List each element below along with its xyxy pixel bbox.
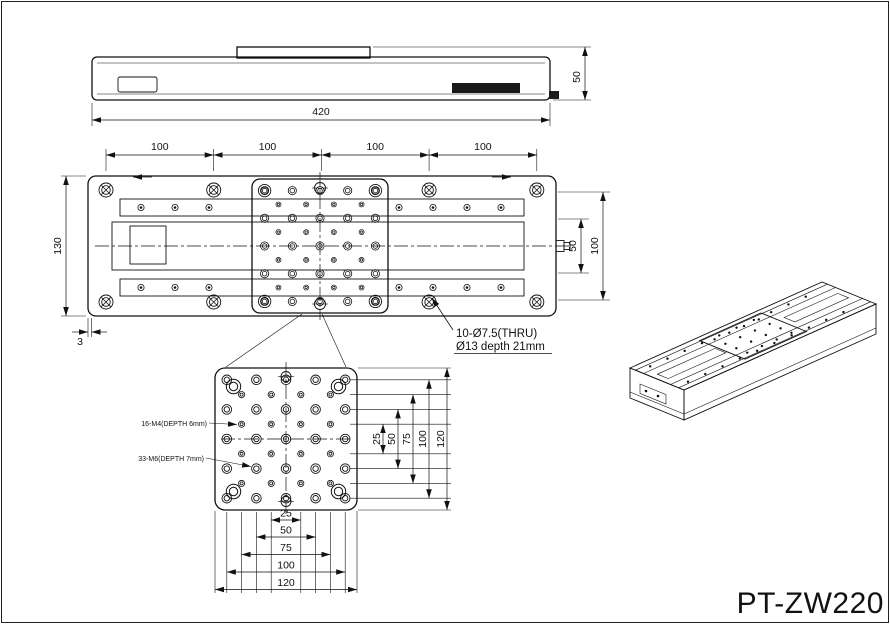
dim-100-3: 100 — [366, 141, 384, 153]
detail-dim-v-75: 75 — [401, 433, 413, 445]
dim-100-right: 100 — [589, 237, 601, 255]
side-view — [91, 46, 559, 101]
plan-corner-screws — [98, 182, 545, 310]
detail-projection-right — [321, 313, 347, 368]
detail-crosshair-bottom — [278, 496, 294, 507]
label-m4: 16-M4(DEPTH 6mm) — [141, 421, 207, 428]
part-number-title: PT-ZW220 — [737, 587, 884, 620]
detail-projection-left — [225, 313, 303, 368]
dim-50-slot: 50 — [567, 240, 579, 252]
iso-plate-hole-pattern — [713, 318, 793, 354]
detail-dim-h-50: 50 — [280, 525, 292, 537]
label-m6: 33-M6(DEPTH 7mm) — [138, 456, 204, 463]
dim-50-height: 50 — [571, 71, 583, 83]
dim-420: 420 — [312, 106, 330, 118]
plan-crosshair-bottom — [312, 298, 328, 310]
plan-view — [87, 172, 572, 320]
plan-rail-holes — [137, 203, 505, 291]
detail-crosshair-top — [278, 371, 294, 382]
hole-note-leader — [431, 297, 454, 331]
iso-screw-channel-right — [783, 293, 850, 323]
dim-100-4: 100 — [474, 141, 492, 153]
detail-dim-v-50: 50 — [386, 433, 398, 445]
side-body — [91, 56, 551, 101]
side-left-pocket — [117, 76, 158, 93]
detail-dim-h-25: 25 — [280, 508, 292, 520]
plan-crosshair-top — [312, 182, 328, 194]
side-knob — [549, 91, 559, 99]
hole-note-line1: 10-Ø7.5(THRU) — [456, 328, 537, 340]
iso-top-face — [628, 281, 878, 391]
detail-view — [214, 362, 358, 516]
dim-100-1: 100 — [151, 141, 169, 153]
iso-screw-channel-left — [656, 348, 727, 379]
plan-slot-block — [129, 225, 167, 265]
plan-rail-top — [119, 198, 525, 217]
isometric-view — [628, 281, 878, 421]
side-right-bar — [452, 83, 520, 93]
detail-dim-v-120: 120 — [435, 430, 447, 448]
dim-130: 130 — [52, 237, 64, 255]
iso-table-plate — [698, 312, 808, 360]
side-carriage-tab — [236, 46, 371, 59]
hole-note-line2: Ø13 depth 21mm — [456, 341, 545, 353]
detail-dim-h-120: 120 — [277, 577, 295, 589]
plan-rail-bottom — [119, 278, 525, 297]
side-view-dimensions: 420 50 — [91, 46, 591, 126]
detail-dim-h-75: 75 — [280, 542, 292, 554]
iso-end-face — [629, 367, 685, 421]
detail-hole-pattern — [221, 374, 351, 504]
detail-dim-h-100: 100 — [277, 560, 295, 572]
detail-dim-v-25: 25 — [371, 433, 383, 445]
dim-100-2: 100 — [259, 141, 277, 153]
plan-view-dimensions: 100 100 100 100 130 50 100 3 10-Ø7.5(THR… — [52, 141, 610, 354]
detail-dim-v-100: 100 — [417, 430, 429, 448]
detail-view-dimensions: 25 50 75 100 120 25 50 75 100 120 16-M4(… — [138, 367, 451, 593]
dim-3: 3 — [77, 336, 83, 348]
iso-rail-hole-pattern — [648, 295, 845, 383]
plan-table-hole-pattern — [257, 183, 383, 309]
iso-end-pocket — [639, 383, 667, 405]
iso-front-face — [683, 303, 877, 421]
